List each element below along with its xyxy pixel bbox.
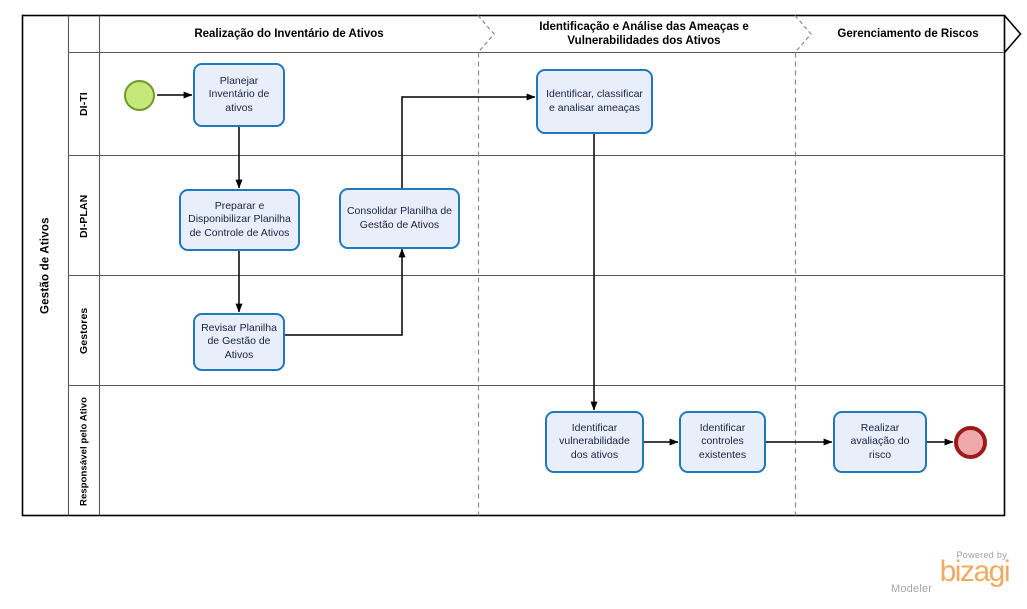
pool-frame <box>21 14 1006 517</box>
bizagi-product-label: Modeler <box>891 583 933 595</box>
powered-by-label: Powered by <box>956 550 1007 561</box>
sequence-flows <box>157 91 954 446</box>
task-identificar-ameacas[interactable]: Identificar, classificar e analisar amea… <box>536 69 653 134</box>
phase-divider-1 <box>477 15 495 516</box>
end-event[interactable] <box>954 426 987 459</box>
task-preparar-disponibilizar[interactable]: Preparar e Disponibilizar Planilha de Co… <box>179 189 300 251</box>
pool-label: Gestão de Ativos <box>39 217 52 314</box>
phase-header-gerenciamento-riscos: Gerenciamento de Riscos <box>837 28 979 41</box>
phase-header-end-chevron <box>1003 14 1022 54</box>
bizagi-branding: Powered by bizagi Modeler <box>889 550 1011 595</box>
task-identificar-controles[interactable]: Identificar controles existentes <box>679 411 766 473</box>
lane-label-gestores: Gestores <box>77 307 90 355</box>
phase-header-realizacao-inventario: Realização do Inventário de Ativos <box>194 28 384 41</box>
task-identificar-vulnerabilidade[interactable]: Identificar vulnerabilidade dos ativos <box>545 411 644 473</box>
flow-revisar-to-consolidar <box>285 248 406 336</box>
task-planejar-inventario[interactable]: Planejar Inventário de ativos <box>193 63 285 127</box>
task-realizar-avaliacao[interactable]: Realizar avaliação do risco <box>833 411 927 473</box>
phase-divider-2 <box>794 15 812 516</box>
bizagi-wordmark: bizagi <box>939 555 1011 589</box>
lane-separators <box>68 154 1005 387</box>
lane-label-di-ti: DI-TI <box>77 92 90 117</box>
phase-header-identificacao-analise: Identificação e Análise das Ameaças e Vu… <box>539 20 749 47</box>
lane-label-responsavel-pelo-ativo: Responsável pelo Ativo <box>78 396 90 506</box>
task-revisar-planilha[interactable]: Revisar Planilha de Gestão de Ativos <box>193 313 285 371</box>
flow-consolidar-to-identificar-ameacas <box>401 93 536 188</box>
lane-label-di-plan: DI-PLAN <box>77 194 90 238</box>
task-consolidar-planilha[interactable]: Consolidar Planilha de Gestão de Ativos <box>339 188 460 249</box>
start-event[interactable] <box>124 80 155 111</box>
